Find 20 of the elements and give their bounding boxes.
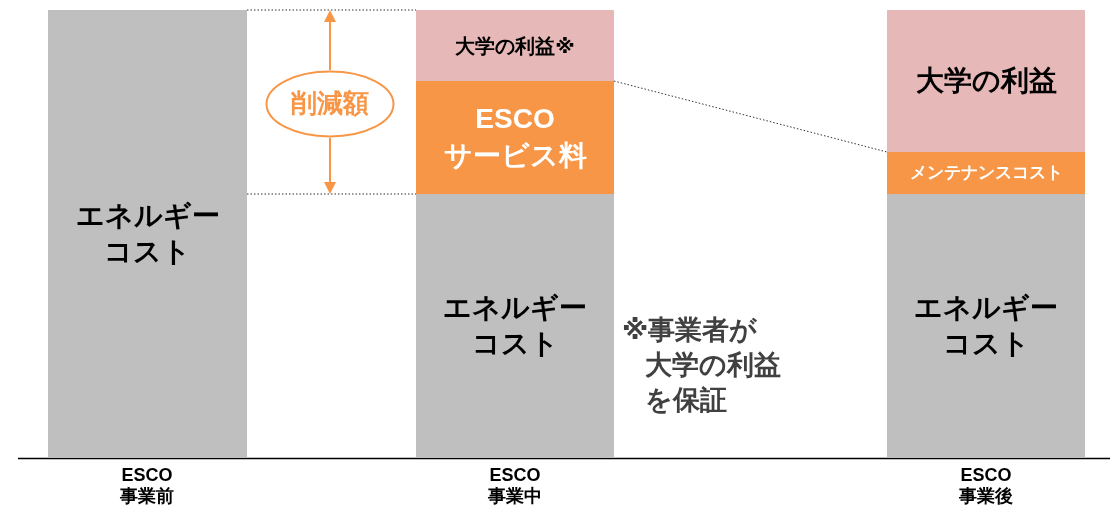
axis-label: ESCO 事業前 xyxy=(119,465,175,507)
fee-bar xyxy=(416,81,614,194)
bar-label: メンテナンスコスト xyxy=(909,161,1063,184)
bar-label: エネルギーコスト xyxy=(442,290,588,361)
axis-label: ESCO 事業後 xyxy=(958,465,1014,507)
bar-label: ESCO サービス料 xyxy=(442,102,588,173)
bar-label: 大学の利益※ xyxy=(455,33,575,59)
axis-label: ESCO 事業中 xyxy=(487,465,543,507)
profit-bar xyxy=(887,10,1085,152)
bar-label: エネルギーコスト xyxy=(913,290,1059,361)
cost-bar xyxy=(887,194,1085,458)
footnote-text: ※事業者が大学の利益を保証 xyxy=(622,314,782,418)
fee-bar xyxy=(887,152,1085,194)
bar-label: 大学の利益 xyxy=(915,63,1057,98)
guide-line xyxy=(246,9,417,11)
profit-bar xyxy=(416,10,614,81)
cost-bar xyxy=(48,10,247,458)
cost-bar xyxy=(416,194,614,458)
bar-label: エネルギーコスト xyxy=(74,198,221,269)
bar-label: 削減額 xyxy=(291,87,369,121)
